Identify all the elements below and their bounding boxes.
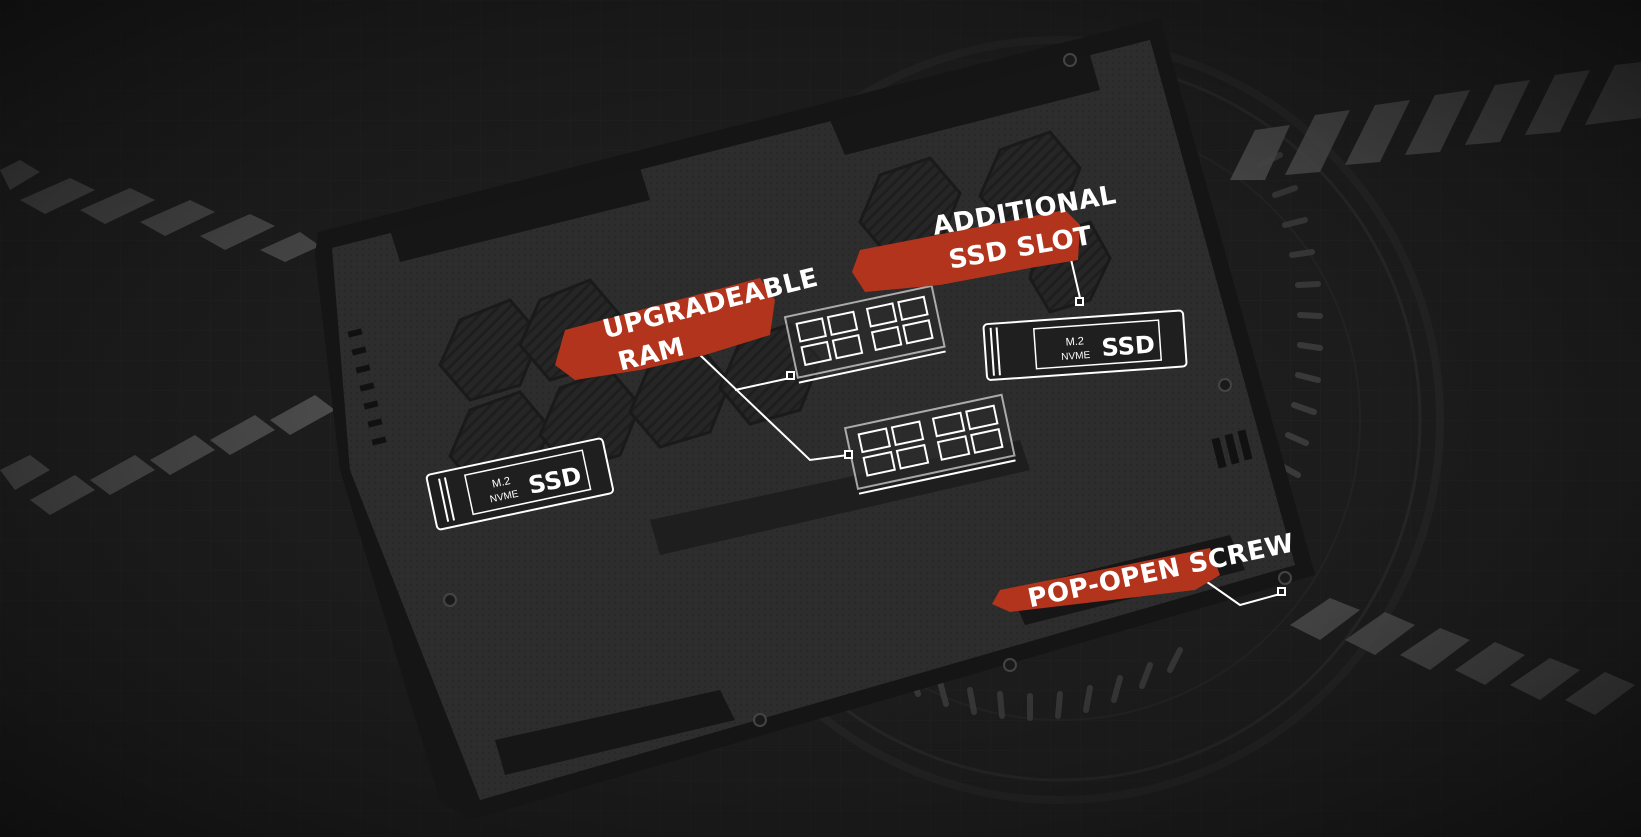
ssd-left-small-1: M.2 (491, 475, 511, 491)
ssd-card-right: M.2 NVME SSD (982, 309, 1188, 381)
ram-module-upper (783, 284, 946, 384)
callout-ssd-brush (852, 210, 1080, 292)
ssd-right-small-1: M.2 (1065, 335, 1084, 348)
callout-screw-brush (992, 548, 1220, 612)
bottom-foot-left (495, 690, 735, 775)
exhaust-vents (390, 55, 1100, 262)
ssd-right-small-2: NVME (1061, 350, 1091, 363)
ssd-card-left: M.2 NVME SSD (425, 437, 615, 531)
side-vent-right (1211, 429, 1253, 469)
side-vent-left (347, 328, 387, 446)
callout-ram-brush (555, 278, 775, 380)
screws (443, 53, 1292, 727)
ssd-right-label: SSD (1101, 330, 1156, 362)
